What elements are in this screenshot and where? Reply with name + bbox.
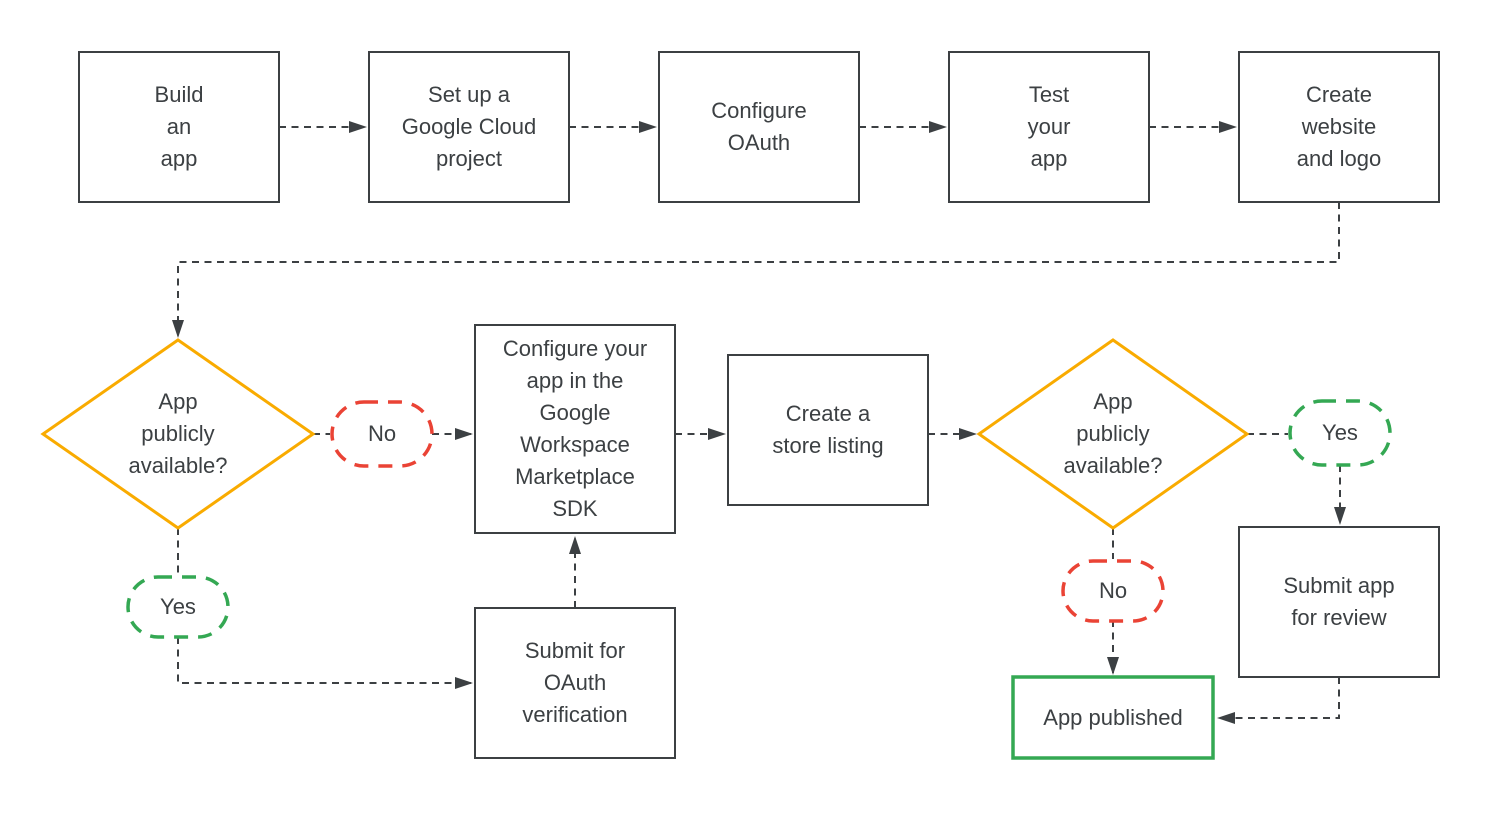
node-cloud-project-box bbox=[368, 51, 570, 203]
node-build-app-box bbox=[78, 51, 280, 203]
node-test-app-box bbox=[948, 51, 1150, 203]
node-decision2-diamond bbox=[976, 338, 1250, 530]
edge-website-to-decision1 bbox=[172, 202, 1340, 338]
edge-label-no2-oval bbox=[1061, 559, 1165, 623]
node-marketplace-sdk-box bbox=[474, 324, 676, 534]
edge-label-no1-oval bbox=[330, 400, 434, 468]
node-oauth-verification-box bbox=[474, 607, 676, 759]
node-configure-oauth-box bbox=[658, 51, 860, 203]
edge-yes1-to-verification bbox=[177, 637, 473, 689]
edge-label-yes2-oval bbox=[1288, 399, 1392, 467]
edge-label-yes1-oval bbox=[126, 575, 230, 639]
node-submit-review-box bbox=[1238, 526, 1440, 678]
node-decision1-diamond bbox=[40, 338, 316, 530]
node-store-listing-box bbox=[727, 354, 929, 506]
edge-review-to-published bbox=[1217, 677, 1340, 724]
node-app-published-box bbox=[1011, 675, 1215, 760]
node-website-logo-box bbox=[1238, 51, 1440, 203]
